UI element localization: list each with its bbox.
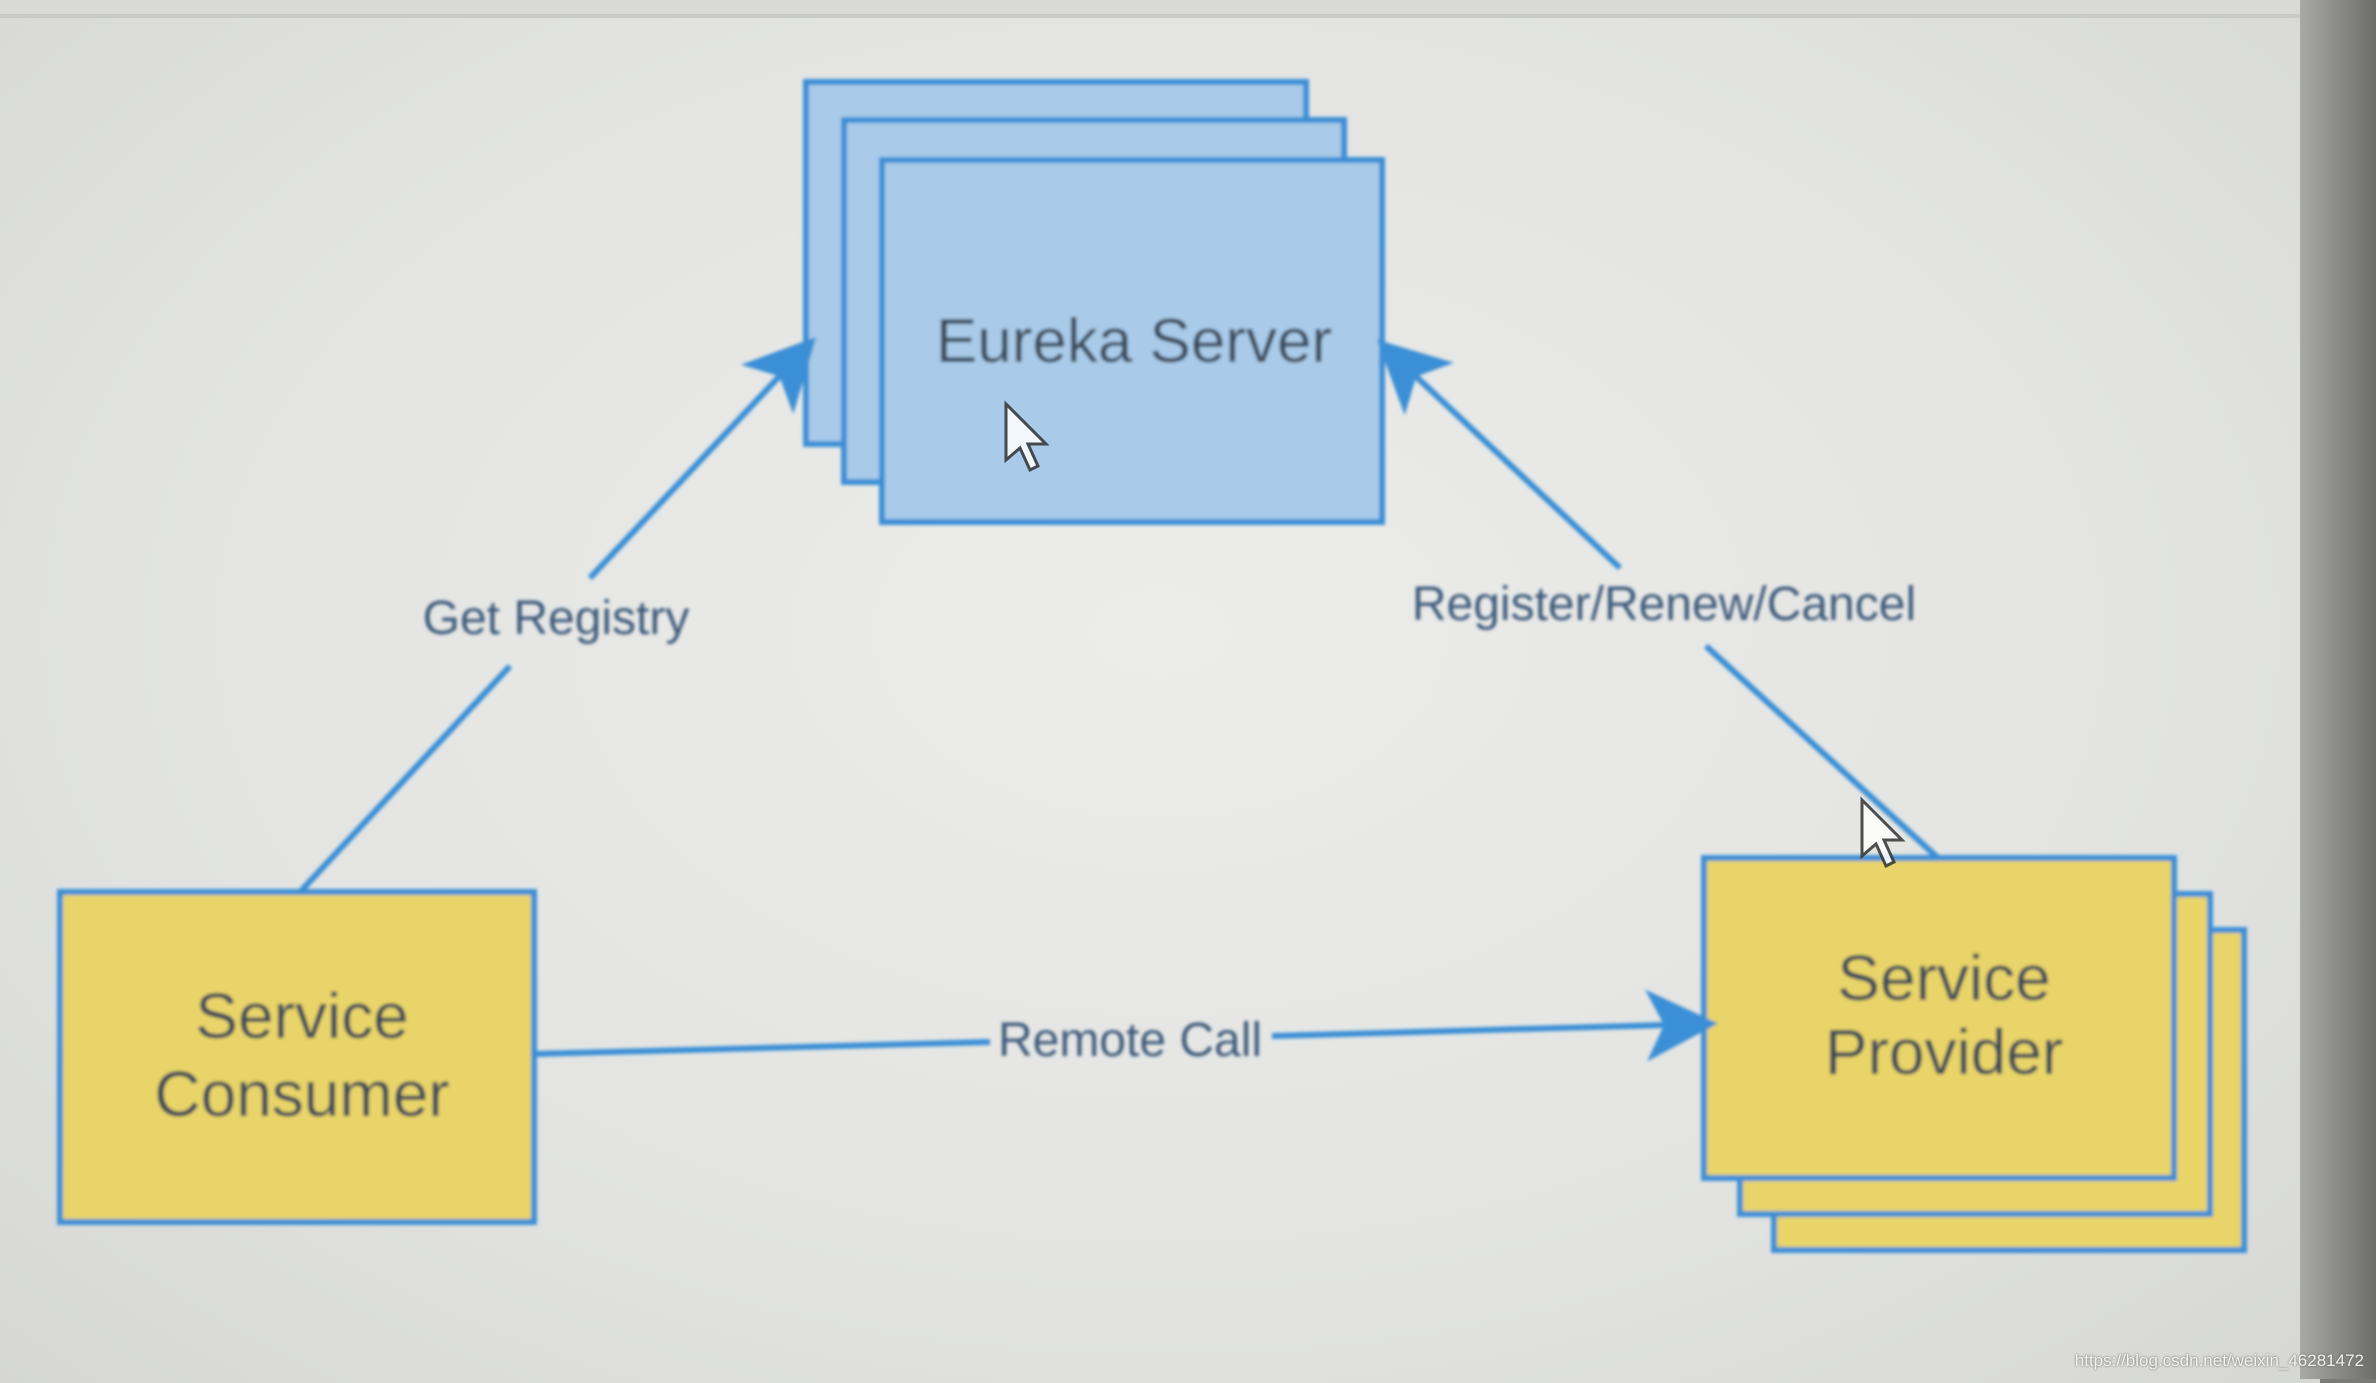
get-registry-label: Get Registry [423, 592, 690, 645]
register-renew-cancel-label: Register/Renew/Cancel [1412, 578, 1916, 631]
get-registry-edge: Get Registry [300, 350, 804, 892]
remote-call-line-left [534, 1042, 990, 1054]
service-provider-label-line2: Provider [1825, 1016, 2063, 1088]
eureka-server-node: Eureka Server [806, 82, 1382, 522]
eureka-server-label: Eureka Server [936, 307, 1332, 376]
service-consumer-node: Service Consumer [60, 892, 534, 1222]
remote-call-line-right [1272, 1024, 1700, 1036]
service-provider-label-line1: Service [1837, 942, 2050, 1014]
watermark-text: https://blog.csdn.net/weixin_46281472 [2075, 1351, 2364, 1371]
service-consumer-label-line2: Consumer [154, 1058, 449, 1130]
service-provider-node: Service Provider [1704, 858, 2244, 1250]
service-consumer-label-line1: Service [195, 980, 408, 1052]
remote-call-edge: Remote Call [534, 1014, 1700, 1067]
remote-call-label: Remote Call [998, 1014, 1262, 1067]
get-registry-line-upper [590, 350, 804, 578]
register-line-upper [1390, 352, 1620, 568]
register-line-lower [1706, 646, 1938, 858]
register-renew-cancel-edge: Register/Renew/Cancel [1390, 352, 1938, 858]
service-consumer-box [60, 892, 534, 1222]
get-registry-line-lower [300, 666, 510, 892]
